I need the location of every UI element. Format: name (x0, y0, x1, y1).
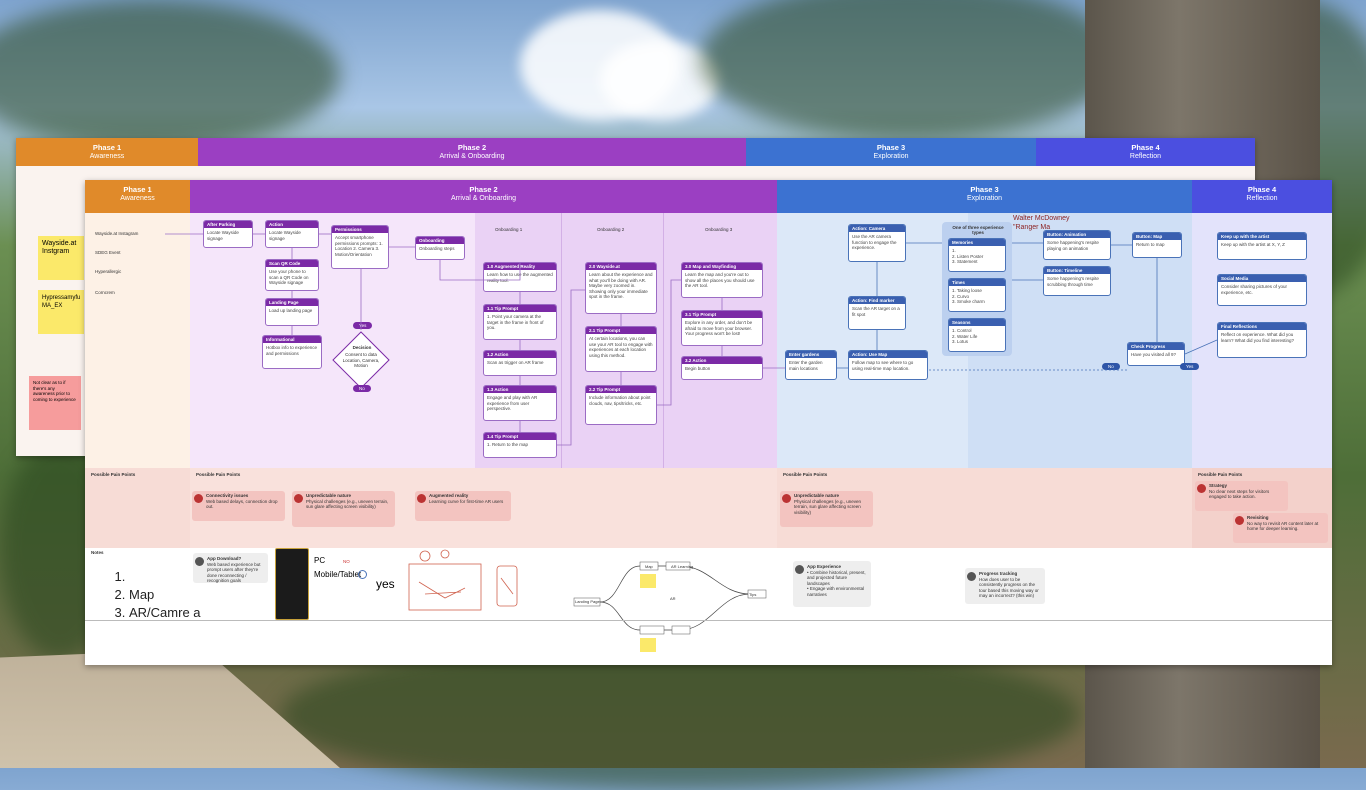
notes-label: Notes (91, 550, 104, 555)
phone-mockup (275, 548, 309, 620)
mobile-circle (358, 570, 367, 579)
yes-pill: Yes (1180, 363, 1200, 370)
sticky-note: Wayside.at Instgram (38, 236, 84, 280)
divider (85, 620, 1332, 621)
flow-sketch (573, 561, 767, 652)
sticky-note: Not clear as to if there's any awareness… (29, 376, 81, 430)
lane-label: Onboarding 2 (597, 227, 625, 232)
annotation-comment: Walter McDowney "Ranger Ma (1013, 215, 1070, 231)
note-card: App Download?Web based experience but pr… (193, 553, 268, 583)
no-pill: No (1102, 363, 1120, 370)
flow-connectors (165, 233, 1218, 446)
pc-label: PC (314, 556, 326, 565)
channel-item: Corncrem (95, 290, 115, 295)
pc-no-label: NO (343, 559, 350, 564)
channel-item: SDEG Event (95, 250, 121, 255)
mobile-label: Mobile/Tablet (314, 570, 362, 579)
note-card: App Experience• Combine historical, pres… (793, 561, 871, 607)
lane-label: Onboarding 1 (495, 227, 523, 232)
experience-types-header: One of three experience types (952, 225, 1004, 235)
pain-points-label: Possible Pain Points (91, 472, 136, 477)
flow-sketch-label: Landing Page (575, 599, 600, 604)
sticky-note: Hypressamyfu MA_EX (38, 290, 84, 334)
decision-body: Consent to data Location, Camera, Motion (342, 352, 380, 368)
pain-points-label: Possible Pain Points (1198, 472, 1243, 477)
yes-handwritten: yes (376, 577, 395, 591)
flow-sketch-label: Tips (749, 592, 757, 597)
sketch-drawing (408, 549, 518, 611)
lane-label: Onboarding 3 (705, 227, 733, 232)
flow-sketch-label: AR (670, 596, 676, 601)
channel-item: Hyperallergic (95, 269, 122, 274)
decision-title: Decision (352, 345, 372, 350)
no-pill: No (353, 385, 371, 392)
pain-points-label: Possible Pain Points (196, 472, 241, 477)
notes-list: Map AR/Camre a (99, 568, 219, 622)
channel-item: Wayside.at Instagram (95, 231, 139, 236)
flow-sketch-label: Map (645, 564, 653, 569)
flow-sketch-label: AR Learning (671, 564, 694, 569)
pain-points-label: Possible Pain Points (783, 472, 828, 477)
yes-pill: Yes (353, 322, 373, 329)
